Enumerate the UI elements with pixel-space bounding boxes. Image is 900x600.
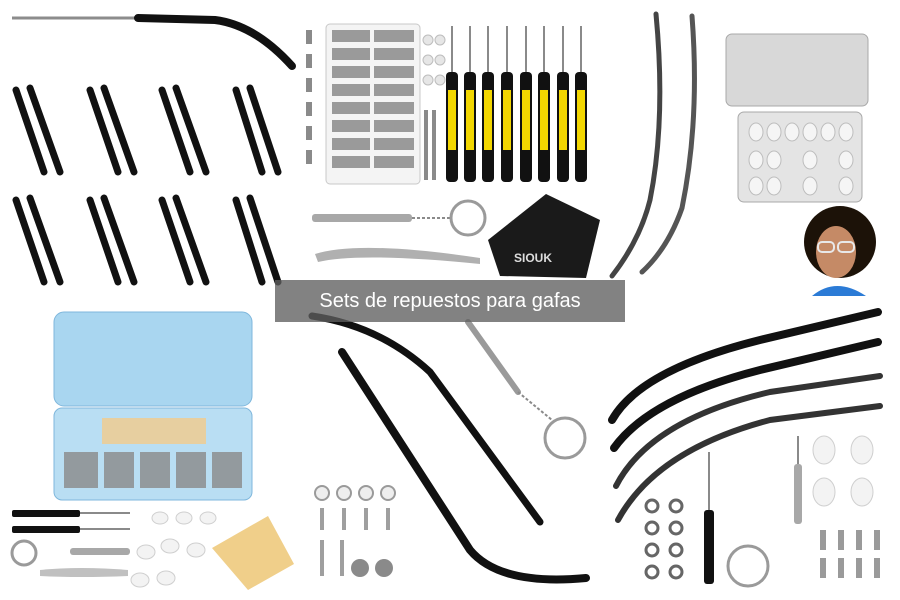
cloth-brand-text: SIOUK [514, 251, 552, 265]
cleaning-cloth: SIOUK [488, 194, 600, 278]
black-temple-arm-top-left [12, 14, 296, 70]
metal-temples-pair [609, 11, 697, 279]
keychain-screwdriver-top [312, 199, 487, 237]
temple-tip-sleeves-grid [12, 84, 282, 286]
screws-and-washers [314, 485, 396, 577]
bottom-left-tool-set [10, 510, 294, 590]
screw-organizer-tray [306, 23, 446, 185]
bottom-right-hardware-set [644, 435, 880, 588]
woman-portrait [804, 206, 876, 296]
yellow-screwdriver-set [446, 26, 587, 182]
black-temple-arms-center [308, 312, 590, 584]
caption-banner: Sets de repuestos para gafas [275, 280, 625, 322]
blue-parts-storage-box [53, 311, 253, 501]
replacement-temples-right [608, 308, 883, 523]
keychain-screwdriver-center [465, 319, 587, 460]
nose-pad-case [725, 33, 869, 203]
tweezers [315, 247, 480, 264]
